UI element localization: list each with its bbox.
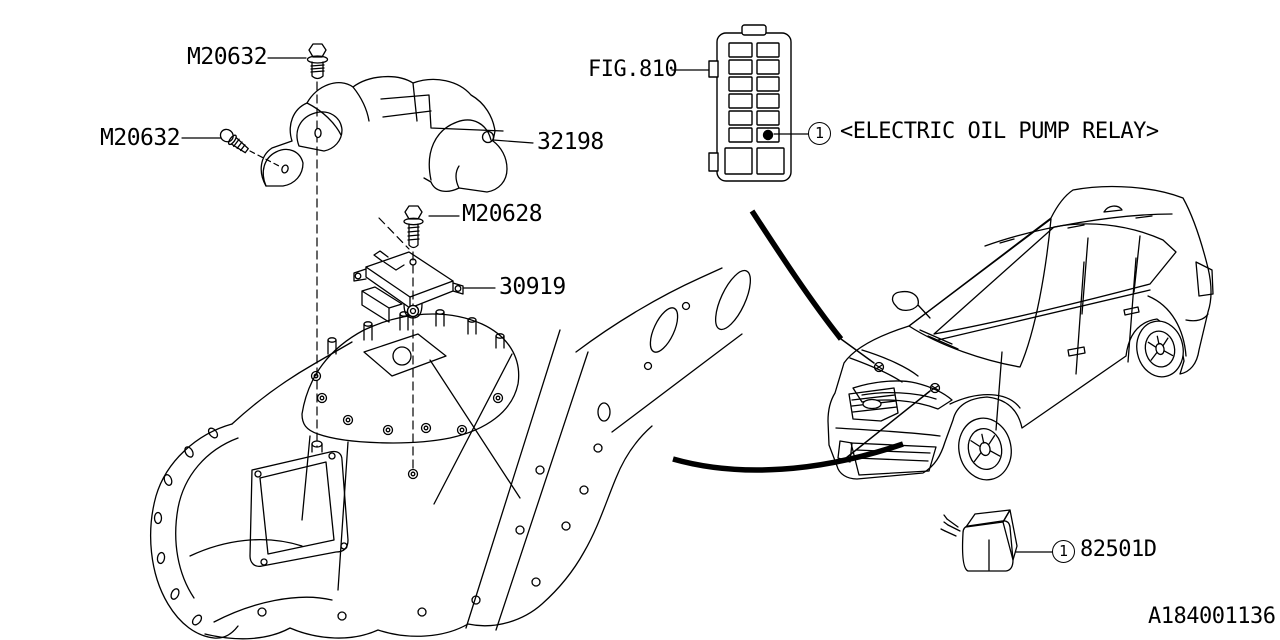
label-30919: 30919 <box>499 274 566 300</box>
doc-number: A184001136 <box>1148 604 1276 629</box>
harness-swoosh-top <box>749 209 844 341</box>
valve-body-studs <box>327 309 505 355</box>
label-electric-oil-pump-relay: <ELECTRIC OIL PUMP RELAY> <box>840 119 1159 144</box>
rear-wheel <box>1136 320 1184 378</box>
transmission-drawing <box>149 267 752 640</box>
harness-on-hood <box>840 338 941 459</box>
vehicle-drawing <box>827 185 1214 481</box>
label-m20628: M20628 <box>462 201 543 227</box>
harness-swoosh-bottom <box>672 441 904 473</box>
connector-grid-drawing <box>708 24 792 182</box>
relay-pins <box>944 518 961 537</box>
valve-body-bolts <box>310 370 504 480</box>
connector-pins <box>724 42 785 175</box>
label-32198: 32198 <box>537 129 604 155</box>
label-m20632-left: M20632 <box>100 125 181 151</box>
tcu-foot-hole <box>406 304 420 318</box>
label-82501d: 82501D <box>1080 537 1157 562</box>
screw-m20632-left-drawing <box>219 128 249 154</box>
heat-cover-drawing <box>260 75 508 193</box>
relay-drawing <box>940 509 1018 572</box>
cover-leader-loop <box>481 130 495 144</box>
bolt-m20628-drawing <box>403 205 424 249</box>
cover-ear-hole <box>314 127 322 139</box>
label-m20632-top: M20632 <box>187 44 268 70</box>
label-fig-810: FIG.810 <box>588 57 678 82</box>
bolt-m20632-top-drawing <box>306 43 329 80</box>
callout-1-relay: 1 <box>1052 540 1075 563</box>
tcu-foot-hole-inner <box>409 307 417 315</box>
callout-1-connector: 1 <box>808 122 831 145</box>
front-wheel <box>958 417 1012 481</box>
dashed-guides <box>249 81 414 473</box>
leader-lines <box>181 57 1053 553</box>
marked-pin-dot <box>762 129 774 141</box>
